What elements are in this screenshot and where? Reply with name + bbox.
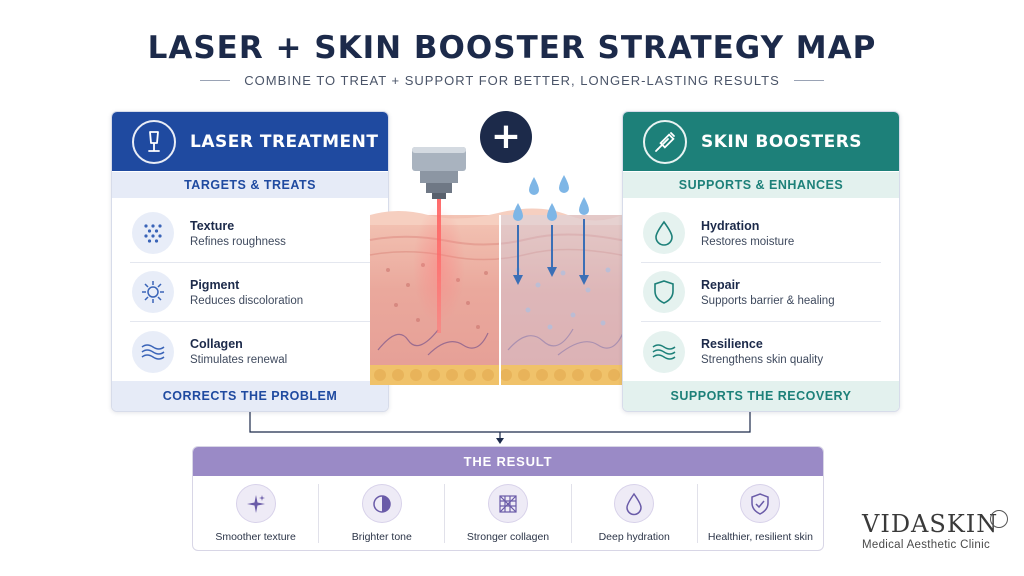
half-moon-icon [361, 484, 402, 523]
laser-item-desc: Reduces discoloration [190, 294, 304, 307]
boosters-bottom-band: SUPPORTS THE RECOVERY [623, 381, 899, 411]
mesh-grid-icon [488, 484, 528, 523]
laser-item-title: Collagen [190, 337, 243, 351]
wave-lines-icon [643, 330, 685, 373]
laser-panel-header: LASER TREATMENT [112, 112, 388, 171]
boosters-panel-header: SKIN BOOSTERS [623, 112, 899, 171]
page-subtitle: COMBINE TO TREAT + SUPPORT FOR BETTER, L… [244, 72, 780, 88]
result-item: Brighter tone [319, 484, 446, 543]
boosters-item-desc: Restores moisture [701, 235, 795, 248]
result-label: Smoother texture [215, 531, 296, 543]
sparkles-icon [235, 484, 276, 523]
page-title: LASER + SKIN BOOSTER STRATEGY MAP [147, 30, 877, 66]
boosters-panel-title: SKIN BOOSTERS [701, 131, 863, 152]
penetration-arrows [513, 219, 589, 285]
subtitle-rule-right [793, 79, 825, 81]
subtitle-rule-left [200, 79, 231, 81]
laser-item-title: Texture [190, 218, 235, 233]
shield-check-icon [740, 484, 781, 523]
syringe-icon [643, 119, 687, 164]
skin-cross-section-illustration [369, 147, 627, 385]
droplet-icon [614, 484, 655, 523]
boosters-item-title: Resilience [701, 337, 763, 351]
laser-treatment-panel: LASER TREATMENT TARGETS & TREATS Texture… [111, 111, 389, 412]
result-item: Deep hydration [572, 484, 698, 543]
shield-icon [643, 271, 685, 313]
result-label: Brighter tone [351, 531, 412, 543]
brand-mark-icon [990, 510, 1008, 528]
brand-name: VIDASKIN [862, 510, 999, 538]
laser-handpiece-icon [132, 119, 176, 164]
boosters-top-band: SUPPORTS & ENHANCES [623, 172, 899, 198]
skin-boosters-panel: SKIN BOOSTERS SUPPORTS & ENHANCES Hydrat… [622, 111, 900, 412]
laser-item-pigment: Pigment Reduces discoloration [130, 263, 370, 322]
result-item: Healthier, resilient skin [698, 484, 823, 543]
boosters-item-title: Hydration [701, 218, 760, 233]
boosters-item-title: Repair [701, 277, 740, 292]
result-label: Deep hydration [598, 531, 670, 543]
droplet-icon [643, 212, 685, 254]
laser-device-icon [412, 147, 466, 199]
boosters-item-hydration: Hydration Restores moisture [641, 204, 881, 263]
dot-grid-icon [132, 212, 174, 254]
result-title: THE RESULT [193, 447, 823, 476]
brand-tagline: Medical Aesthetic Clinic [862, 539, 991, 551]
result-label: Stronger collagen [466, 531, 550, 543]
laser-bottom-band: CORRECTS THE PROBLEM [112, 381, 388, 411]
boosters-item-repair: Repair Supports barrier & healing [641, 263, 881, 322]
laser-beam [437, 199, 441, 333]
boosters-item-desc: Strengthens skin quality [701, 354, 824, 366]
laser-item-desc: Stimulates renewal [190, 354, 288, 366]
laser-panel-title: LASER TREATMENT [190, 131, 379, 152]
plus-badge: + [480, 111, 532, 163]
boosters-item-desc: Supports barrier & healing [701, 294, 835, 307]
laser-item-texture: Texture Refines roughness [130, 204, 370, 263]
laser-item-list: Texture Refines roughness Pigment Reduce… [112, 198, 388, 378]
result-label: Healthier, resilient skin [707, 531, 813, 543]
wave-lines-icon [132, 330, 174, 373]
sun-icon [132, 271, 174, 313]
laser-item-collagen: Collagen Stimulates renewal [130, 322, 370, 381]
laser-item-desc: Refines roughness [190, 235, 286, 248]
boosters-item-list: Hydration Restores moisture Repair Suppo… [623, 198, 899, 378]
laser-item-title: Pigment [190, 277, 240, 292]
boosters-item-resilience: Resilience Strengthens skin quality [641, 322, 881, 381]
result-item-list: Smoother texture Brighter tone Stronger … [193, 476, 823, 550]
result-panel: THE RESULT Smoother texture Brighter ton… [192, 446, 824, 551]
laser-top-band: TARGETS & TREATS [112, 172, 388, 198]
booster-droplets [513, 175, 589, 221]
subtitle-row: COMBINE TO TREAT + SUPPORT FOR BETTER, L… [200, 70, 825, 90]
result-item: Smoother texture [193, 484, 320, 543]
brand-logo: VIDASKIN Medical Aesthetic Clinic [862, 510, 1012, 551]
result-item: Stronger collagen [445, 484, 572, 543]
